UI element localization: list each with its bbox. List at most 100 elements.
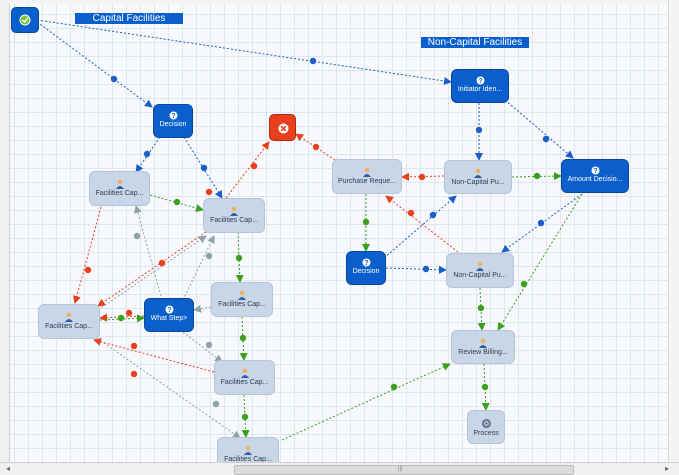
user-icon [479,338,487,348]
question-icon: ? [165,305,173,314]
node-label: Non-Capital Pu... [451,179,505,186]
edge-whatstep-to-fac-main [99,313,145,322]
facilities-cap-task-d[interactable]: Facilities Cap... [211,282,273,317]
edge-dot [481,383,489,391]
node-label: Facilities Cap... [220,379,269,386]
start-check-icon [19,14,31,26]
question-icon: ? [476,76,484,85]
edge-dot [84,266,92,274]
edge-fac-main-to-whatstep [99,314,145,323]
user-icon [238,290,246,300]
process-node[interactable]: Process [467,410,505,444]
facilities-cap-task-e[interactable]: Facilities Cap... [214,360,275,395]
canvas-left-border [0,0,10,462]
edge-start-to-decision [36,21,153,108]
decision-node-capital[interactable]: ? Decision [153,104,193,138]
lane-label-capital-facilities: Capital Facilities [75,13,183,24]
node-label: Initiator Iden... [457,86,503,93]
edge-noncap-b-to-purchase [385,195,459,253]
user-icon [474,168,482,178]
start-node[interactable] [11,7,39,33]
amount-decision-node[interactable]: ? Amount Decisio... [561,159,629,193]
scroll-grip-icon: ||| [398,466,403,472]
edge-dot [390,383,398,391]
user-icon [363,167,371,177]
what-step-node[interactable]: ? What Step> [144,298,194,332]
edge-fac-a-to-fac-b [149,194,204,212]
process-gear-icon [481,418,491,429]
canvas-top-border [9,0,669,4]
edge-fac-b-to-fac-main [97,231,207,307]
question-icon: ? [362,258,370,267]
node-label: Facilities Cap... [218,301,266,308]
edge-whatstep-to-fac-b [182,235,215,301]
vertical-scrollbar[interactable] [668,0,679,462]
edge-dot [312,143,320,151]
node-label: Non-Capital Pu... [453,272,507,279]
svg-text:?: ? [478,78,482,85]
node-label: What Step> [150,315,188,322]
edge-dot [418,173,426,181]
node-label: Facilities Cap... [45,323,93,330]
edge-dot [537,219,545,227]
edge-dot [200,164,208,172]
edge-dot [133,232,141,240]
reject-node[interactable] [269,114,296,141]
edge-dot [250,162,258,170]
edge-fac-a-to-fac-main [72,206,102,304]
edge-dot [422,265,430,273]
edge-dot [477,304,485,312]
edge-dot [117,314,125,322]
user-icon [115,179,124,189]
facilities-cap-task-main[interactable]: Facilities Cap... [38,304,100,339]
user-icon [65,312,73,322]
scroll-left-arrow-icon[interactable]: ◂ [5,464,10,473]
edge-fac-b-to-reject [225,141,270,199]
edge-dot [542,135,550,143]
non-capital-pu-task-b[interactable]: Non-Capital Pu... [446,253,514,288]
edge-dot [205,341,213,349]
svg-text:?: ? [171,113,175,120]
edge-fac-e-to-fac-a [134,205,163,301]
node-label: Facilities Cap... [95,190,144,197]
edge-whatstep-to-fac-e [182,331,223,363]
edge-dot [130,370,138,378]
question-icon: ? [591,166,599,175]
lane-label-non-capital-facilities: Non-Capital Facilities [421,37,529,48]
close-icon [278,123,289,134]
non-capital-pu-task-a[interactable]: Non-Capital Pu... [444,160,512,194]
user-icon [244,445,252,455]
question-icon: ? [169,111,177,120]
purchase-request-task[interactable]: Purchase Reque... [332,159,402,194]
review-billing-task[interactable]: Review Billing... [451,330,515,364]
node-label: Decision [352,268,380,275]
edge-amount-to-review [497,193,583,331]
edge-dot [143,150,151,158]
edge-dot [110,75,118,83]
svg-text:?: ? [167,307,171,314]
edge-dot [130,342,138,350]
edge-decision2-to-noncap-a [383,195,457,259]
edge-dot [212,400,220,408]
decision-node-non-capital[interactable]: ? Decision [346,251,386,285]
facilities-cap-task-b[interactable]: Facilities Cap... [203,198,265,233]
horizontal-scrollbar[interactable]: ◂ ||| ▸ [0,462,679,475]
edge-dot [235,254,243,262]
facilities-cap-task-a[interactable]: Facilities Cap... [89,171,150,206]
scroll-right-arrow-icon[interactable]: ▸ [664,464,669,473]
edge-dot [533,172,541,180]
user-icon [230,206,238,216]
edge-dot [125,309,133,317]
node-label: Purchase Reque... [338,178,396,185]
edge-fac-main-to-fac-b [97,235,207,311]
user-icon [240,368,249,378]
edge-dot [407,209,415,217]
edge-fac-f-to-review [281,363,451,441]
node-label: Facilities Cap... [210,217,258,224]
edge-dot [173,198,181,206]
edge-initiator-to-amount [504,99,574,159]
initiator-node[interactable]: ? Initiator Iden... [451,69,509,103]
node-label: Amount Decisio... [567,176,623,183]
